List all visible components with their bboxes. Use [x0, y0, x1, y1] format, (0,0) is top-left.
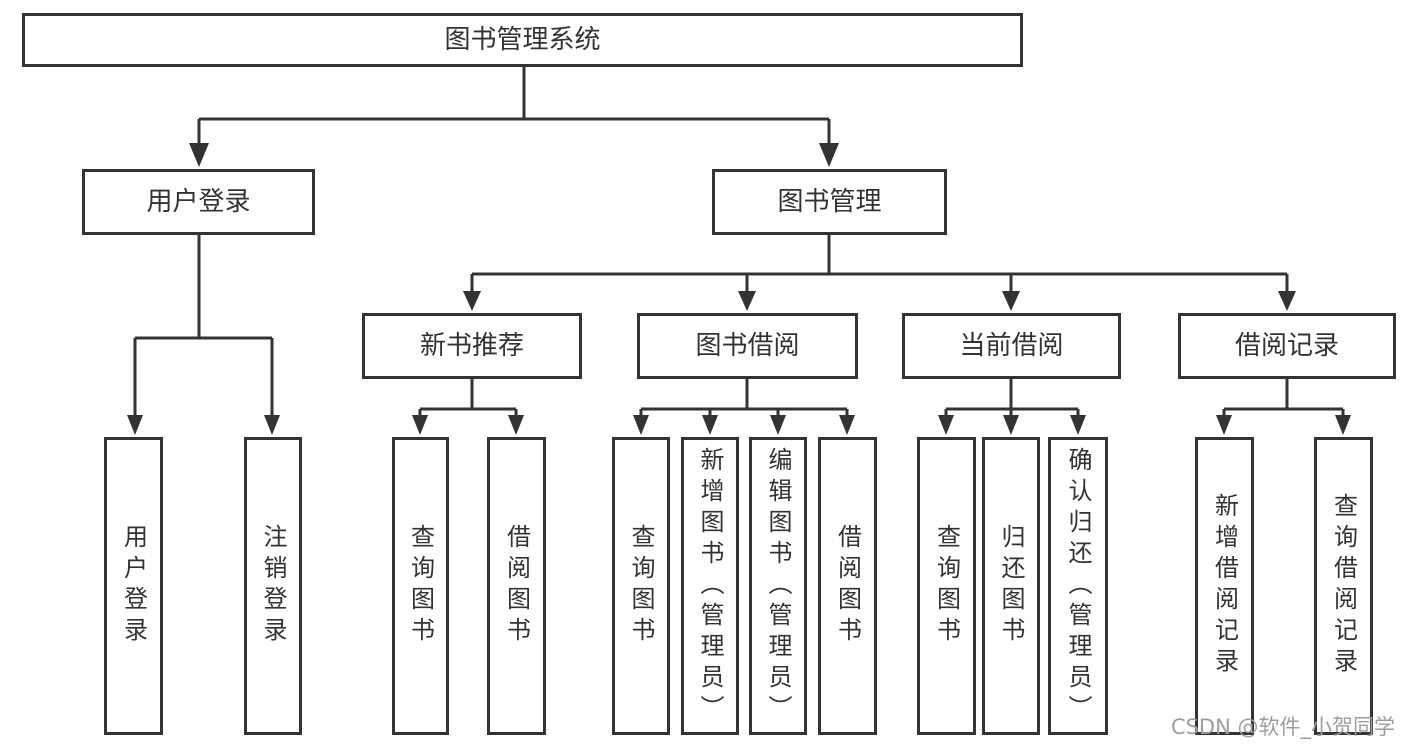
leaf-query-books-borrow: 查询图书 [612, 437, 670, 735]
leaf-add-borrow-record: 新增借阅记录 [1195, 437, 1254, 735]
node-book-mgmt-label: 图书管理 [777, 187, 882, 217]
arrowhead-leaf-user-login [127, 415, 143, 435]
node-book-mgmt: 图书管理 [712, 169, 947, 235]
connector-user-login-to-leaves [127, 235, 280, 435]
arrowhead-book-borrow [738, 291, 756, 311]
node-new-book-rec-label: 新书推荐 [419, 331, 524, 361]
arrowhead-current-borrow [1002, 291, 1020, 311]
node-user-login-label: 用户登录 [146, 187, 251, 217]
arrowhead-leaf-logout [264, 415, 280, 435]
node-current-borrow-label: 当前借阅 [959, 331, 1064, 361]
leaf-logout: 注销登录 [244, 437, 302, 735]
leaf-borrow-books-rec: 借阅图书 [487, 437, 546, 735]
connector-root-to-level2 [189, 67, 839, 167]
connector-borrow-records-to-leaves [1216, 379, 1351, 435]
node-borrow-records-label: 借阅记录 [1234, 331, 1339, 361]
connector-book-borrow-to-leaves [633, 379, 855, 435]
csdn-watermark: CSDN @软件_小贺同学 [1170, 715, 1395, 739]
leaf-query-books-rec: 查询图书 [392, 437, 449, 735]
connector-new-book-rec-to-leaves [412, 379, 524, 435]
arrowhead-new-book-rec [463, 291, 481, 311]
arrowhead-borrow-records [1278, 291, 1296, 311]
node-new-book-rec: 新书推荐 [362, 313, 582, 379]
node-book-borrow: 图书借阅 [637, 313, 858, 379]
connector-current-borrow-to-leaves [938, 379, 1086, 435]
node-book-borrow-label: 图书借阅 [695, 331, 800, 361]
arrowhead-user-login [189, 143, 209, 167]
arrowhead-book-mgmt [819, 143, 839, 167]
leaf-borrow-books: 借阅图书 [818, 437, 877, 735]
connector-book-mgmt-to-level3 [463, 235, 1296, 311]
leaf-query-borrow-record: 查询借阅记录 [1314, 437, 1373, 735]
node-borrow-records: 借阅记录 [1178, 313, 1396, 379]
leaf-query-books-current: 查询图书 [917, 437, 976, 735]
leaf-return-book: 归还图书 [982, 437, 1040, 735]
leaf-edit-book-admin: 编辑图书（管理员） [749, 437, 807, 735]
node-user-login: 用户登录 [82, 169, 315, 235]
leaf-user-login: 用户登录 [104, 437, 163, 735]
node-root: 图书管理系统 [22, 13, 1023, 67]
leaf-add-book-admin: 新增图书（管理员） [681, 437, 739, 735]
node-root-label: 图书管理系统 [444, 25, 601, 55]
node-current-borrow: 当前借阅 [902, 313, 1121, 379]
leaf-confirm-return-admin: 确认归还（管理员） [1048, 437, 1108, 735]
